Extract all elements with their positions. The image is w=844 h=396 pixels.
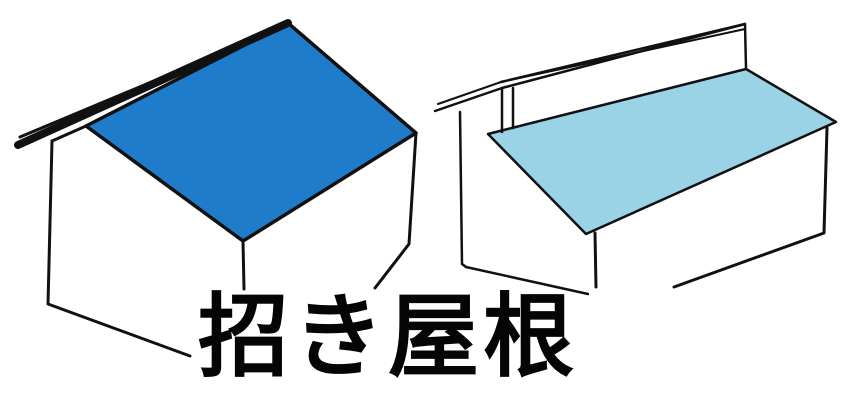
right-split-roof-house bbox=[433, 22, 838, 296]
left-house-roof-plane bbox=[84, 21, 418, 243]
right-house-upper-roof-ridge bbox=[499, 22, 748, 84]
left-house-front-wall-gable bbox=[50, 124, 88, 143]
left-gable-house bbox=[14, 19, 418, 358]
right-house-left-wall bbox=[458, 110, 468, 269]
roof-type-caption: 招き屋根 bbox=[198, 285, 579, 390]
right-house-front-corner bbox=[593, 231, 598, 289]
right-house-right-wall bbox=[672, 126, 829, 289]
left-house-side-wall bbox=[373, 131, 418, 290]
left-house-corner bbox=[241, 239, 246, 291]
right-house-lower-roof-plane bbox=[486, 67, 838, 236]
left-house-front-wall-left bbox=[46, 139, 192, 358]
right-house-bottom-edge bbox=[464, 265, 590, 296]
left-house-front-gable-edge-outer bbox=[18, 22, 292, 139]
